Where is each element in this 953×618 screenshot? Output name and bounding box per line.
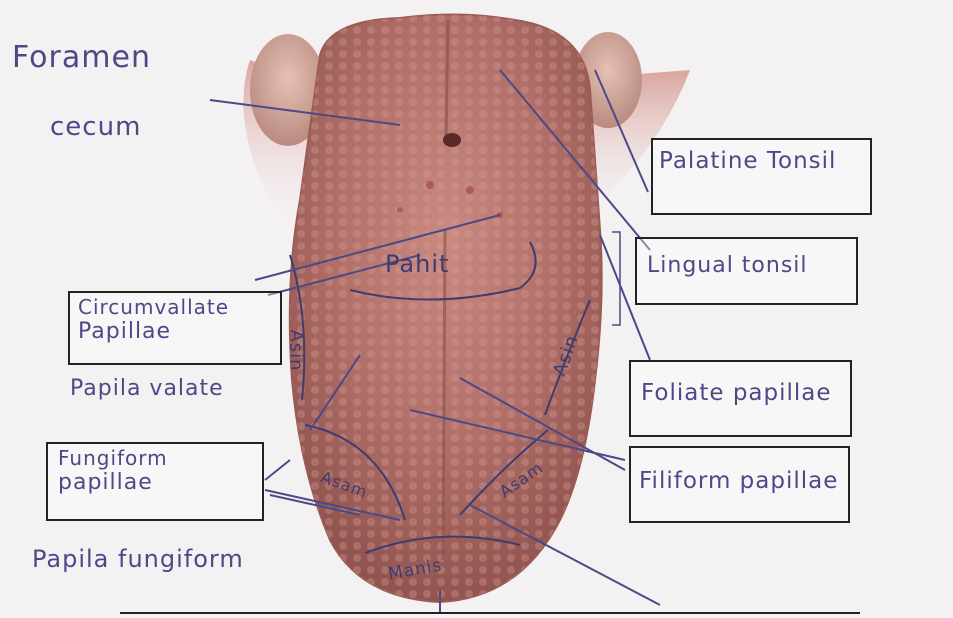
label-papila-valate: Papila valate — [70, 376, 224, 401]
box-palatine-tonsil: Palatine Tonsil — [651, 138, 872, 215]
label-fungiform-line1: Fungiform — [58, 446, 252, 470]
foramen-cecum-pit — [443, 133, 461, 147]
box-lingual-tonsil: Lingual tonsil — [635, 237, 858, 305]
box-fungiform: Fungiform papillae — [46, 442, 264, 521]
box-foliate: Foliate papillae — [629, 360, 852, 437]
label-foramen-cecum-line1: Foramen — [12, 40, 151, 75]
label-papila-fungiform: Papila fungiform — [32, 545, 244, 573]
zone-salty-left: Asin — [286, 329, 307, 371]
label-filiform-papillae: Filiform papillae — [639, 468, 840, 494]
label-foliate-papillae: Foliate papillae — [641, 380, 840, 406]
label-palatine-tonsil: Palatine Tonsil — [659, 148, 864, 174]
label-foramen-cecum-line2: cecum — [50, 112, 141, 142]
box-circumvallate: Circumvallate Papillae — [68, 291, 282, 365]
box-filiform: Filiform papillae — [629, 446, 850, 523]
label-circumvallate-line1: Circumvallate — [78, 295, 272, 319]
label-circumvallate-line2: Papillae — [78, 319, 272, 344]
label-lingual-tonsil: Lingual tonsil — [647, 253, 846, 278]
label-fungiform-line2: papillae — [58, 470, 252, 495]
zone-bitter: Pahit — [385, 250, 449, 278]
